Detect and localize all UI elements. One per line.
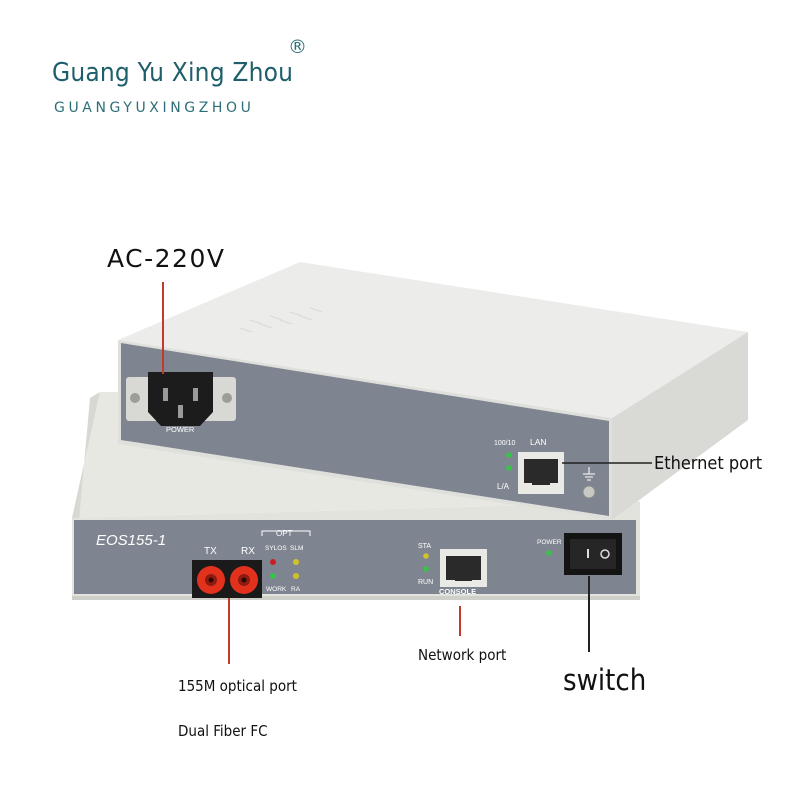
speed-label: 100/10: [494, 440, 516, 447]
registered-mark: ®: [288, 36, 307, 58]
upper-front-panel: [121, 343, 609, 516]
power-label-lower: POWER: [537, 539, 562, 546]
ac-pin-left: [163, 388, 168, 401]
fiber-type-callout: Dual Fiber FC: [178, 722, 268, 740]
ac-inlet-screw-right: [222, 393, 232, 403]
tx-label: TX: [204, 546, 217, 557]
network-port-callout: Network port: [418, 646, 507, 664]
optical-port-callout: 155M optical port: [178, 677, 297, 695]
ra-led: [293, 573, 299, 579]
switch-on-mark: [587, 549, 589, 558]
sylos-led: [270, 559, 276, 565]
lan-label: LAN: [530, 437, 547, 447]
upper-unit-side: [612, 332, 748, 520]
rx-label: RX: [241, 546, 255, 557]
lower-front-panel: [74, 520, 636, 594]
switch-callout: switch: [563, 663, 647, 697]
ac-inlet-screw-left: [130, 393, 140, 403]
opt-bracket: [261, 530, 311, 536]
ethernet-port-callout: Ethernet port: [654, 453, 763, 474]
sta-label: STA: [418, 543, 431, 550]
rx-fc-connector[interactable]: [230, 566, 258, 594]
speed-led: [506, 452, 512, 458]
switch-off-mark: [600, 549, 610, 559]
ac-power-callout: AC-220V: [107, 244, 226, 273]
ac-pin-earth: [178, 405, 183, 418]
lower-unit-base: [72, 596, 640, 600]
brand-name: Guang Yu Xing Zhou: [52, 58, 294, 88]
work-label: WORK: [266, 586, 287, 593]
work-led: [270, 573, 276, 579]
brand-subtitle: GUANGYUXINGZHOU: [54, 100, 255, 116]
ac-inlet-socket[interactable]: [148, 372, 213, 426]
upper-unit-top: [118, 262, 748, 418]
upper-unit: POWER 100/10 L/A LAN: [118, 262, 748, 520]
opt-label: OPT: [276, 529, 293, 538]
console-port-latch: [455, 576, 472, 581]
ac-inlet: [126, 372, 236, 426]
power-label-upper: POWER: [166, 425, 195, 434]
model-label: EOS155-1: [96, 532, 166, 549]
ra-label: RA: [291, 586, 301, 593]
vent-slots: [239, 307, 323, 333]
sta-led: [423, 553, 429, 559]
lan-port-latch: [532, 479, 550, 485]
slm-led: [293, 559, 299, 565]
link-label: L/A: [497, 482, 510, 491]
ac-pin-right: [193, 388, 198, 401]
lower-unit-side: [72, 392, 100, 598]
sylos-label: SYLOS: [265, 545, 287, 552]
run-label: RUN: [418, 579, 433, 586]
ground-screw: [582, 485, 596, 499]
ground-icon: [583, 467, 595, 481]
link-led: [506, 465, 512, 471]
run-led: [423, 566, 429, 572]
power-led: [546, 550, 552, 556]
callout-lines: [162, 282, 652, 664]
console-label: CONSOLE: [439, 587, 476, 596]
slm-label: SLM: [290, 545, 303, 552]
tx-fc-connector[interactable]: [197, 566, 225, 594]
